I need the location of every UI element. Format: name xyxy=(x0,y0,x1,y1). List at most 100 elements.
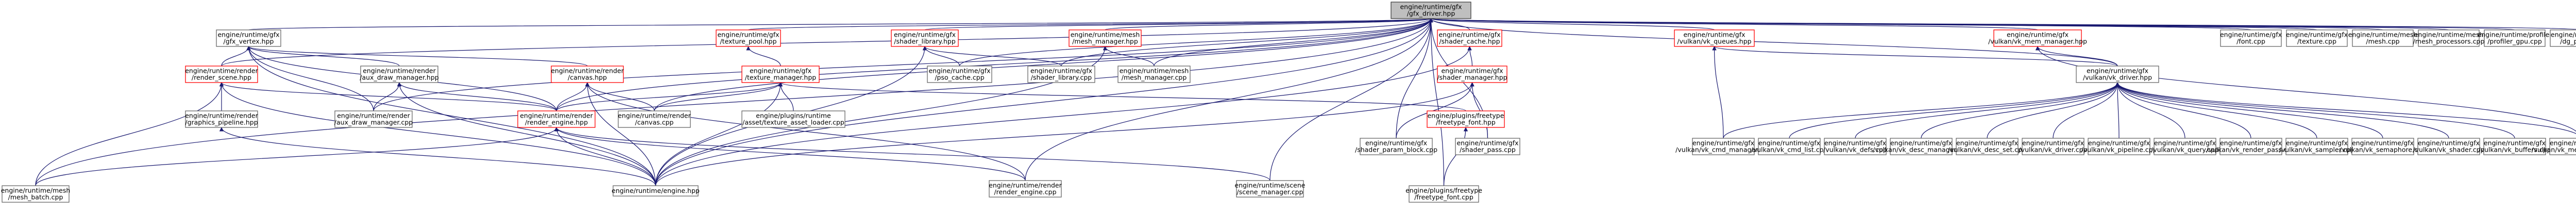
node-box[interactable] xyxy=(2220,29,2282,47)
node-n22[interactable]: engine/runtime/gfx/vulkan/vk_driver.hpp xyxy=(2076,66,2159,83)
node-box[interactable] xyxy=(2417,138,2480,155)
node-box[interactable] xyxy=(1027,66,1095,83)
node-n10[interactable]: engine/runtime/mesh/mesh.cpp xyxy=(2348,29,2418,47)
node-n39[interactable]: engine/runtime/gfx/vulkan/vk_render_pass… xyxy=(2206,138,2296,155)
node-n35[interactable]: engine/runtime/gfx/vulkan/vk_desc_set.cp… xyxy=(1948,138,2026,155)
node-n24[interactable]: engine/runtime/render/aux_draw_manager.c… xyxy=(334,110,413,128)
node-box[interactable] xyxy=(613,185,699,197)
node-n20[interactable]: engine/runtime/mesh/mesh_manager.cpp xyxy=(1117,66,1191,83)
node-n36[interactable]: engine/runtime/gfx/vulkan/vk_driver.cpp xyxy=(2019,138,2088,155)
node-n6[interactable]: engine/runtime/gfx/vulkan/vk_queues.hpp xyxy=(1674,29,1755,47)
node-n4[interactable]: engine/runtime/mesh/mesh_manager.hpp xyxy=(1069,29,1142,47)
node-n33[interactable]: engine/runtime/gfx/vulkan/vk_defs.cpp xyxy=(1823,138,1887,155)
node-box[interactable] xyxy=(1956,138,2019,155)
node-box[interactable] xyxy=(741,110,845,128)
node-box[interactable] xyxy=(2484,29,2546,47)
node-n5[interactable]: engine/runtime/gfx/shader_cache.hpp xyxy=(1437,29,1502,47)
node-box[interactable] xyxy=(334,110,413,128)
node-box[interactable] xyxy=(2219,138,2282,155)
node-box[interactable] xyxy=(1391,2,1471,19)
node-n38[interactable]: engine/runtime/gfx/vulkan/vk_query.cpp xyxy=(2151,138,2219,155)
node-box[interactable] xyxy=(891,29,959,47)
node-n1[interactable]: engine/runtime/gfx/gfx_vertex.hpp xyxy=(216,29,281,47)
node-n14[interactable]: engine/runtime/render/render_scene.hpp xyxy=(185,66,259,83)
node-box[interactable] xyxy=(741,66,820,83)
node-n15[interactable]: engine/runtime/render/aux_draw_manager.h… xyxy=(360,66,439,83)
node-box[interactable] xyxy=(1993,29,2082,47)
node-n11[interactable]: engine/runtime/mesh/mesh_processors.cpp xyxy=(2413,29,2485,47)
node-box[interactable] xyxy=(2088,138,2150,155)
node-box[interactable] xyxy=(2,185,70,203)
node-n0[interactable]: engine/runtime/gfx/gfx_driver.hpp xyxy=(1391,2,1471,19)
node-n12[interactable]: engine/runtime/profiler/profiler_gpu.cpp xyxy=(2478,29,2553,47)
node-n21[interactable]: engine/runtime/gfx/shader_manager.hpp xyxy=(1437,66,1507,83)
node-box[interactable] xyxy=(2483,138,2546,155)
node-box[interactable] xyxy=(1117,66,1191,83)
node-box[interactable] xyxy=(1758,138,1821,155)
node-box[interactable] xyxy=(2418,29,2480,47)
node-box[interactable] xyxy=(360,66,438,83)
node-n37[interactable]: engine/runtime/gfx/vulkan/vk_pipeline.cp… xyxy=(2081,138,2157,155)
node-n30[interactable]: engine/runtime/gfx/shader_pass.cpp xyxy=(1455,138,1520,155)
node-box[interactable] xyxy=(517,110,596,128)
node-n28[interactable]: engine/plugins/freetype/freetype_font.hp… xyxy=(1427,110,1505,128)
node-n27[interactable]: engine/plugins/runtime/asset/texture_ass… xyxy=(741,110,845,128)
node-box[interactable] xyxy=(185,66,258,83)
node-box[interactable] xyxy=(716,29,781,47)
node-n3[interactable]: engine/runtime/gfx/shader_library.hpp xyxy=(891,29,959,47)
node-box[interactable] xyxy=(1360,138,1433,155)
node-box[interactable] xyxy=(2022,138,2084,155)
node-n41[interactable]: engine/runtime/gfx/vulkan/vk_semaphore.c… xyxy=(2340,138,2426,155)
node-box[interactable] xyxy=(2286,29,2348,47)
node-box[interactable] xyxy=(1069,29,1142,47)
node-n44[interactable]: engine/runtime/gfx/vulkan/vk_mem_manager… xyxy=(2532,138,2576,155)
node-n8[interactable]: engine/runtime/gfx/font.cpp xyxy=(2220,29,2282,47)
node-n26[interactable]: engine/runtime/render/canvas.cpp xyxy=(618,110,691,128)
node-box[interactable] xyxy=(927,66,992,83)
node-n23[interactable]: engine/runtime/render/graphics_pipeline.… xyxy=(185,110,259,128)
node-n48[interactable]: engine/runtime/scene/scene_manager.cpp xyxy=(1235,180,1306,198)
node-box[interactable] xyxy=(989,180,1062,198)
node-box[interactable] xyxy=(1437,66,1507,83)
node-box[interactable] xyxy=(1437,29,1502,47)
node-box[interactable] xyxy=(1890,138,1953,155)
node-n47[interactable]: engine/runtime/render/render_engine.cpp xyxy=(989,180,1062,198)
node-box[interactable] xyxy=(1409,185,1479,203)
node-n9[interactable]: engine/runtime/gfx/texture.cpp xyxy=(2286,29,2348,47)
node-box[interactable] xyxy=(2351,138,2414,155)
node-n32[interactable]: engine/runtime/gfx/vulkan/vk_cmd_list.cp… xyxy=(1751,138,1828,155)
node-n43[interactable]: engine/runtime/gfx/vulkan/vk_buffers.cpp xyxy=(2478,138,2551,155)
node-n42[interactable]: engine/runtime/gfx/vulkan/vk_shader.cpp xyxy=(2413,138,2485,155)
node-box[interactable] xyxy=(216,29,281,47)
node-n34[interactable]: engine/runtime/gfx/vulkan/vk_desc_manage… xyxy=(1873,138,1970,155)
node-box[interactable] xyxy=(1455,138,1520,155)
node-n18[interactable]: engine/runtime/gfx/pso_cache.cpp xyxy=(927,66,992,83)
node-box[interactable] xyxy=(1427,110,1505,128)
node-n31[interactable]: engine/runtime/gfx/vulkan/vk_cmd_manager… xyxy=(1675,138,1771,155)
node-box[interactable] xyxy=(2550,29,2576,47)
node-box[interactable] xyxy=(1824,138,1887,155)
node-n16[interactable]: engine/runtime/render/canvas.hpp xyxy=(551,66,624,83)
node-box[interactable] xyxy=(2549,138,2576,155)
node-n17[interactable]: engine/runtime/gfx/texture_manager.hpp xyxy=(741,66,820,83)
node-n2[interactable]: engine/runtime/gfx/texture_pool.hpp xyxy=(716,29,781,47)
node-n49[interactable]: engine/plugins/freetype/freetype_font.cp… xyxy=(1405,185,1482,203)
node-box[interactable] xyxy=(618,110,691,128)
node-box[interactable] xyxy=(2285,138,2348,155)
node-box[interactable] xyxy=(1236,180,1304,198)
node-n19[interactable]: engine/runtime/gfx/shader_library.cpp xyxy=(1027,66,1095,83)
node-box[interactable] xyxy=(2352,29,2414,47)
node-box[interactable] xyxy=(2154,138,2216,155)
node-n46[interactable]: engine/runtime/engine.hpp xyxy=(612,185,700,197)
node-n13[interactable]: engine/runtime/dg/dg_pool.cpp xyxy=(2550,29,2576,47)
node-box[interactable] xyxy=(1674,29,1755,47)
node-n40[interactable]: engine/runtime/gfx/vulkan/vk_sampler.cpp xyxy=(2279,138,2355,155)
node-box[interactable] xyxy=(551,66,624,83)
node-n29[interactable]: engine/runtime/gfx/shader_param_block.cp… xyxy=(1355,138,1437,155)
node-n25[interactable]: engine/runtime/render/render_engine.hpp xyxy=(517,110,596,128)
node-box[interactable] xyxy=(2076,66,2159,83)
node-n45[interactable]: engine/runtime/mesh/mesh_batch.cpp xyxy=(1,185,71,203)
node-n7[interactable]: engine/runtime/gfx/vulkan/vk_mem_manager… xyxy=(1988,29,2087,47)
node-box[interactable] xyxy=(1692,138,1755,155)
node-box[interactable] xyxy=(185,110,258,128)
